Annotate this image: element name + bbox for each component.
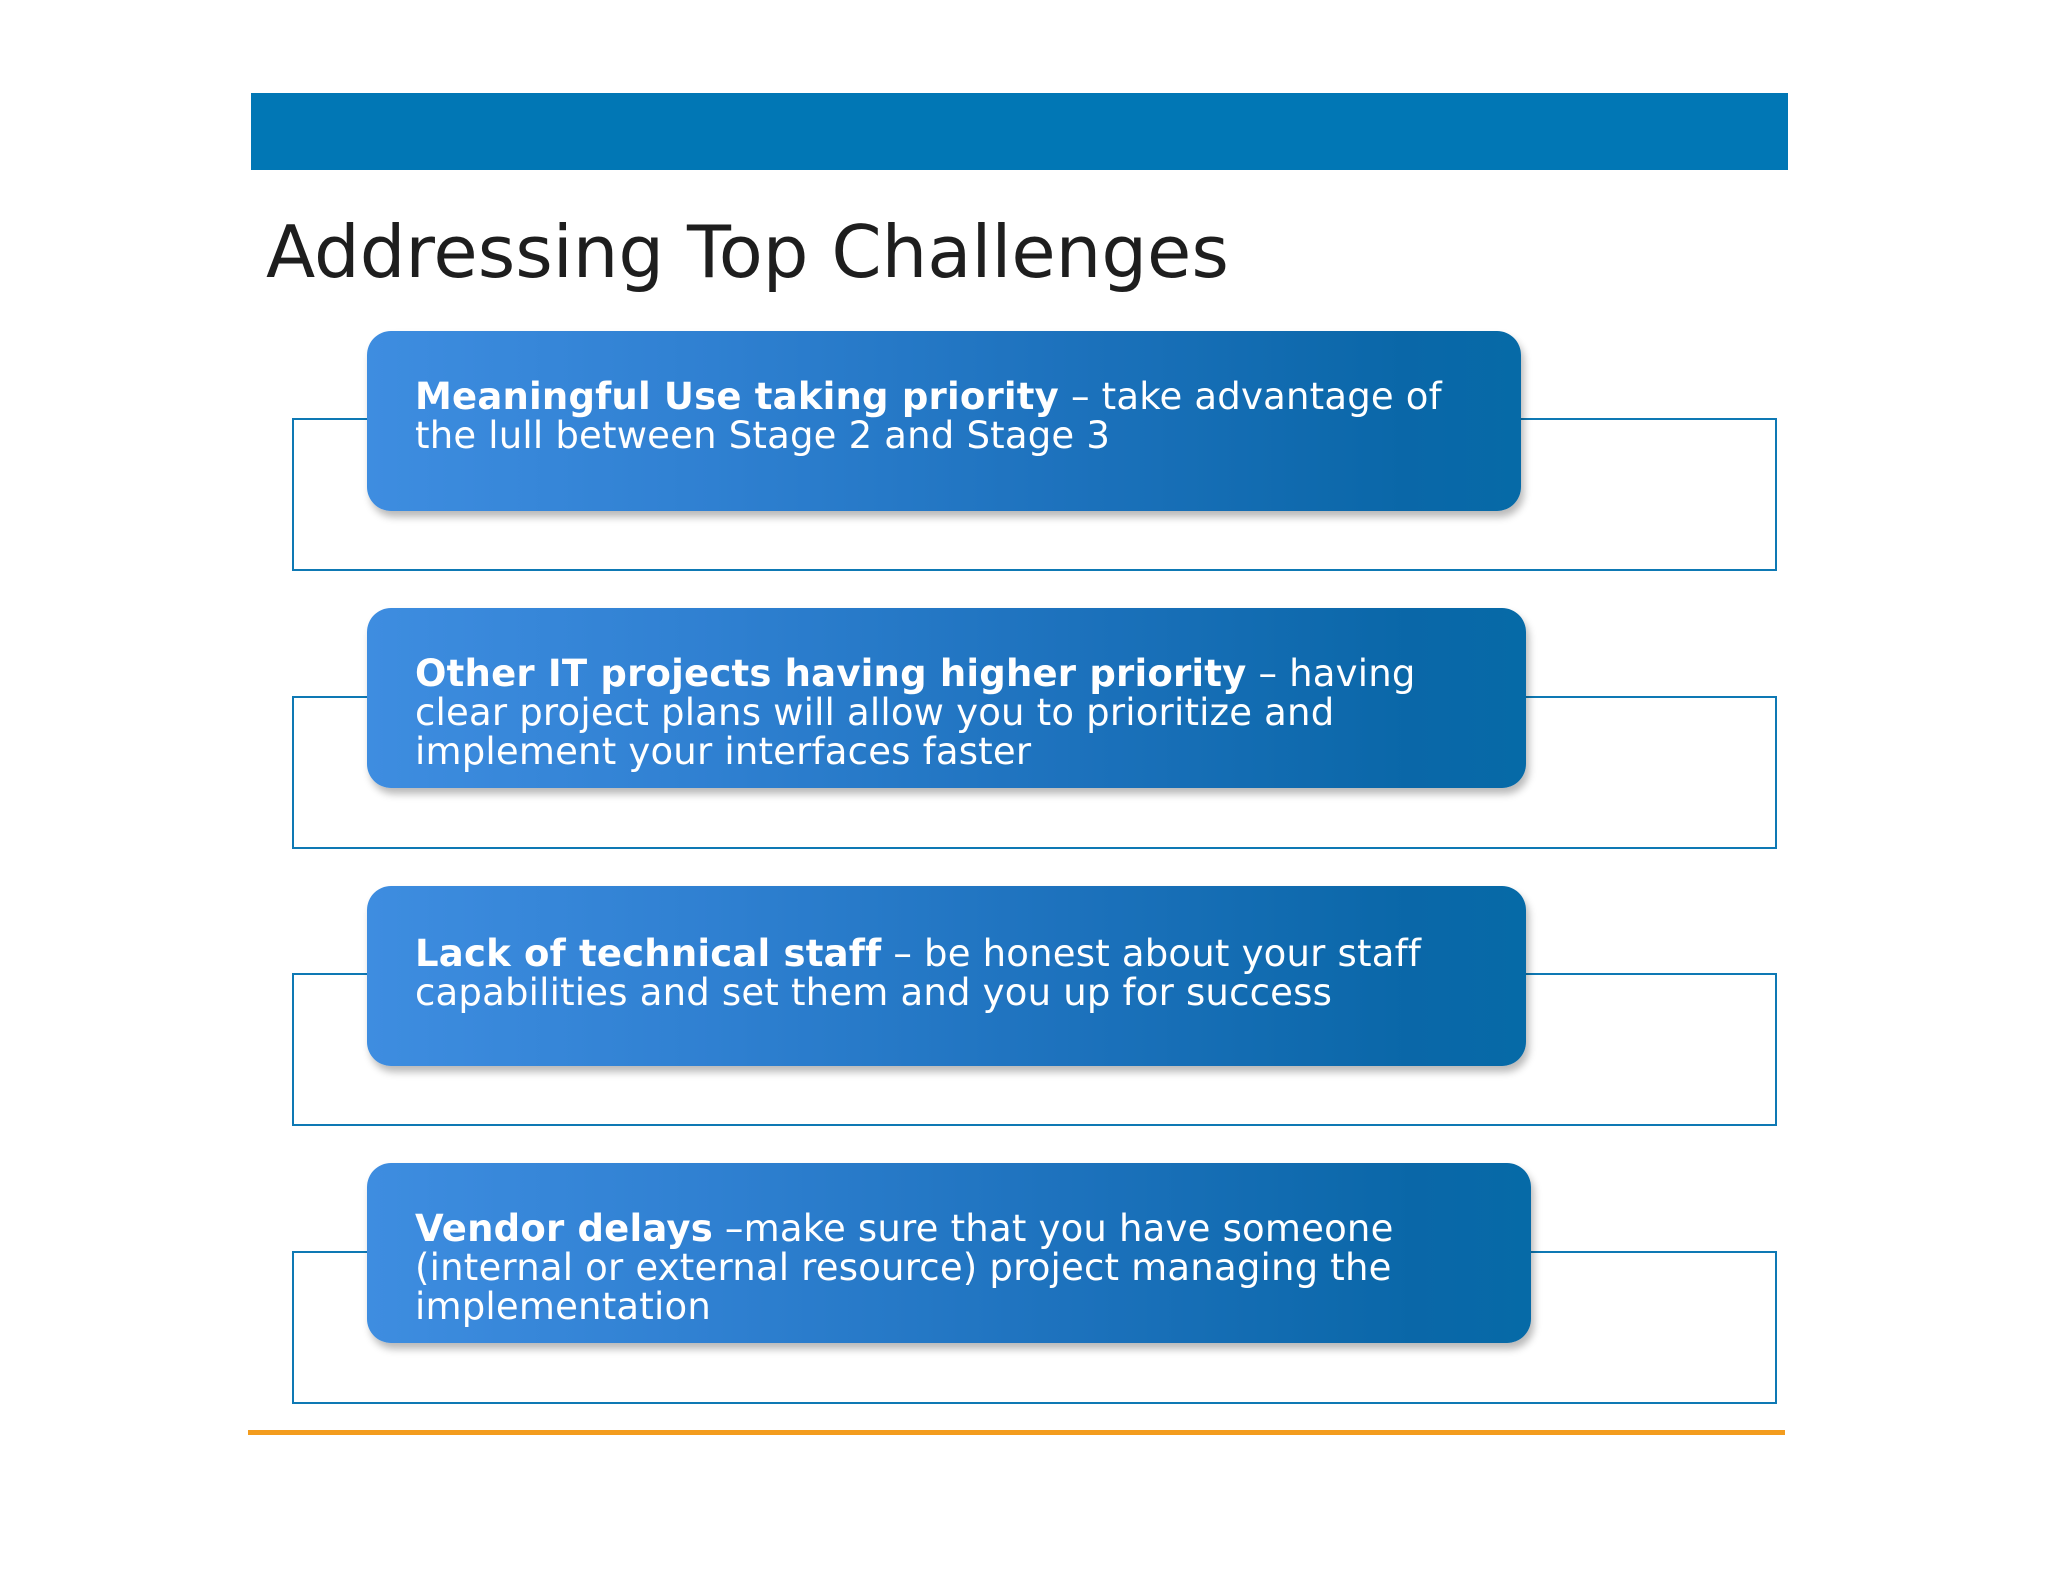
challenge-heading: Meaningful Use taking priority (415, 375, 1059, 418)
challenge-heading: Other IT projects having higher priority (415, 652, 1247, 695)
challenge-card: Lack of technical staff – be honest abou… (367, 886, 1526, 1066)
challenge-card: Other IT projects having higher priority… (367, 608, 1526, 788)
header-bar (251, 93, 1788, 170)
challenge-text: – be honest about your staff capabilitie… (415, 932, 1422, 1014)
challenge-text: –make sure that you have someone (intern… (415, 1207, 1394, 1328)
challenge-card: Vendor delays –make sure that you have s… (367, 1163, 1531, 1343)
footer-rule (248, 1430, 1785, 1435)
challenge-heading: Lack of technical staff (415, 932, 882, 975)
challenge-heading: Vendor delays (415, 1207, 713, 1250)
slide-title: Addressing Top Challenges (266, 210, 1229, 294)
challenge-card: Meaningful Use taking priority – take ad… (367, 331, 1521, 511)
challenge-text: – having clear project plans will allow … (415, 652, 1416, 773)
challenge-text: – take advantage of the lull between Sta… (415, 375, 1442, 457)
